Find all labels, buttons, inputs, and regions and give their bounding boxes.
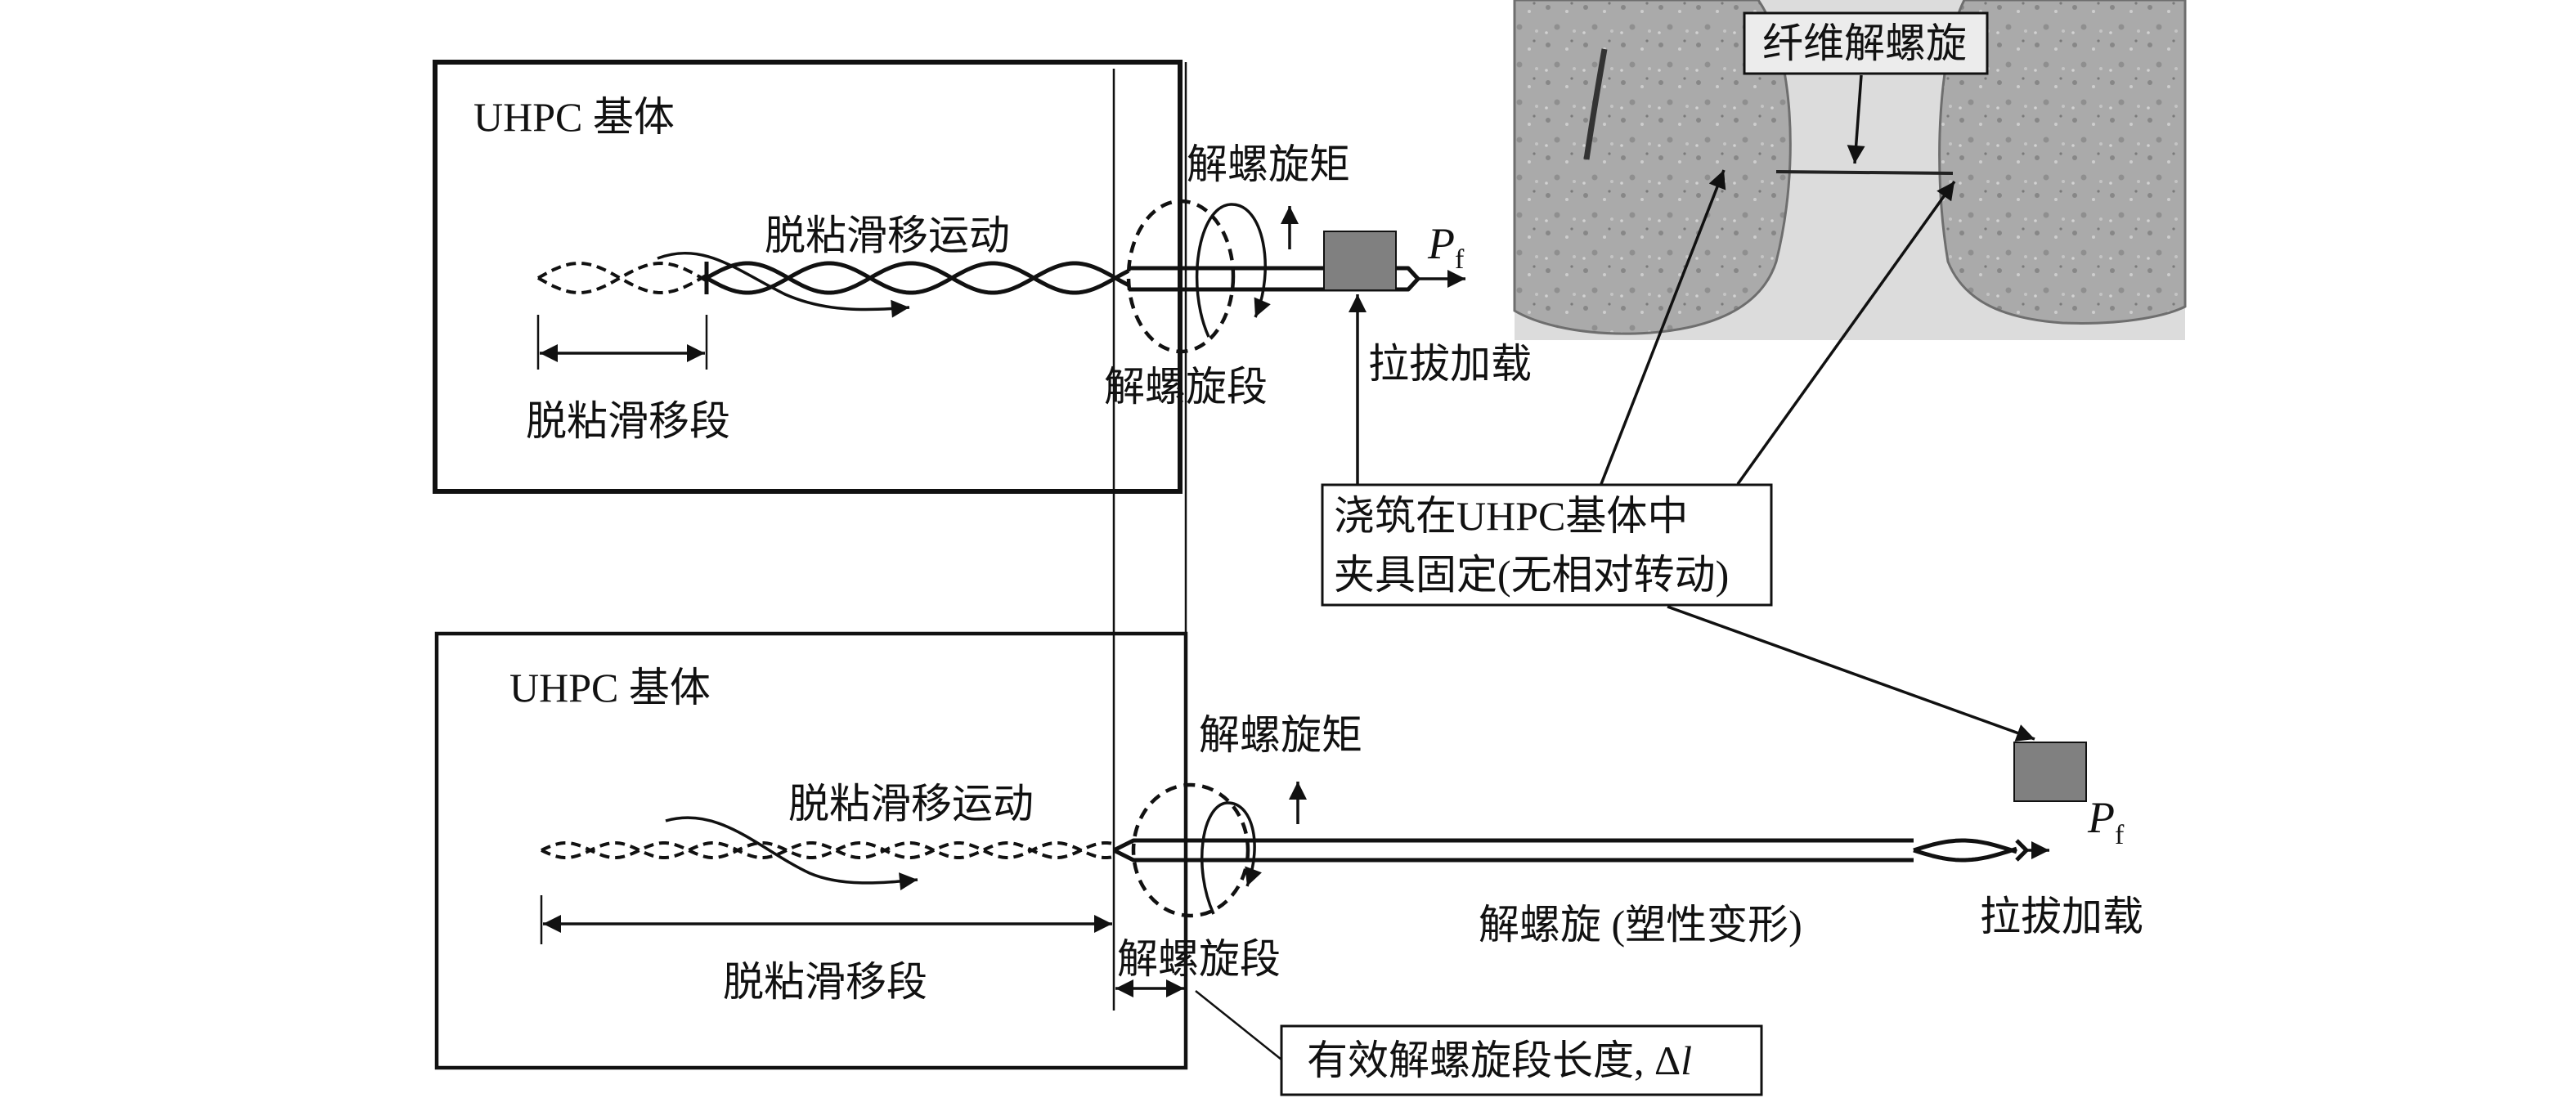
top-untwist-zone-ellipse [1126, 199, 1236, 354]
bottom-untwist-torque-label: 解螺旋矩 [1199, 712, 1362, 758]
top-untwist-torque-label: 解螺旋矩 [1187, 141, 1350, 187]
bottom-debonded-fiber-strand [541, 841, 1115, 859]
callout-line-2: 夹具固定(无相对转动) [1334, 552, 1729, 598]
bottom-debonded-fiber-strand [541, 841, 1115, 859]
effective-length-text: 有效解螺旋段长度, Δ [1307, 1037, 1681, 1083]
bottom-matrix-label: UHPC 基体 [509, 665, 711, 710]
bottom-untwist-segment-label: 解螺旋段 [1117, 936, 1281, 982]
effective-length-symbol: l [1681, 1037, 1692, 1083]
top-twisted-fiber-strand [705, 261, 1130, 295]
effective-length-label: 有效解螺旋段长度, Δl [1307, 1037, 1692, 1083]
top-matrix-box [433, 60, 1183, 494]
top-debonded-fiber-strand [537, 261, 707, 295]
top-twisted-fiber-strand [705, 261, 1130, 295]
specimen-photo: 纤维解螺旋 [1513, 0, 2187, 340]
bottom-pullout-load-label: 拉拔加载 [1980, 894, 2143, 939]
top-debonded-fiber-strand [537, 261, 707, 295]
left-specimen-half [1513, 0, 1792, 335]
top-debond-motion-label: 脱粘滑移运动 [765, 213, 1010, 258]
top-untwist-segment-label: 解螺旋段 [1104, 364, 1268, 410]
top-load-symbol: Pf [1427, 219, 1465, 275]
top-matrix-label: UHPC 基体 [473, 94, 675, 140]
top-debond-segment-label: 脱粘滑移段 [526, 398, 730, 444]
bottom-load-symbol-letter: P [2087, 793, 2115, 842]
callout-arrow-left-specimen [1600, 169, 1726, 485]
callout-box [1321, 483, 1773, 607]
bottom-untwist-rotation-arrow [1200, 801, 1262, 915]
callout-line-1: 浇筑在UHPC基体中 [1334, 493, 1688, 539]
photo-label-arrow [1847, 74, 1865, 164]
photo-label-box [1743, 11, 1989, 75]
bottom-load-symbol: Pf [2087, 793, 2125, 850]
bottom-clamp-block [2013, 742, 2087, 802]
photo-label: 纤维解螺旋 [1762, 20, 1967, 66]
bottom-debond-motion-label: 脱粘滑移运动 [788, 781, 1034, 827]
bottom-twisted-end-strand [1913, 846, 2017, 863]
bottom-load-subscript: f [2115, 820, 2125, 850]
bottom-panel: UHPC 基体 脱粘滑移运动 脱粘滑移段 解螺旋矩 解螺旋段 解螺旋 (塑性变形… [434, 631, 2143, 1096]
effective-length-box [1280, 1024, 1763, 1096]
callout-arrow-right-specimen [1736, 180, 1956, 486]
top-untwist-rotation-arrow [1195, 203, 1271, 338]
bottom-debond-segment-label: 脱粘滑移段 [723, 959, 927, 1005]
casting-clamp-callout: 浇筑在UHPC基体中 夹具固定(无相对转动) [1321, 169, 2035, 742]
callout-arrow-bottom-clamp [1667, 605, 2035, 742]
bottom-straight-fiber [1112, 838, 1914, 863]
top-load-symbol-letter: P [1427, 219, 1455, 268]
top-pullout-load-label: 拉拔加载 [1368, 341, 1532, 387]
bottom-debond-motion-arrow [665, 816, 918, 891]
left-specimen-crack [1583, 48, 1608, 160]
top-panel: UHPC 基体 脱粘滑移运动 脱粘滑移段 解螺旋矩 解螺旋段 Pf 拉拔加载 [433, 60, 1532, 494]
top-clamp-block [1323, 231, 1397, 291]
effective-length-leader [1195, 990, 1282, 1060]
top-debond-motion-arrow [657, 251, 910, 318]
bottom-twisted-end-strand [1913, 838, 2017, 854]
right-specimen-half [1938, 0, 2187, 325]
top-load-subscript: f [1455, 244, 1465, 275]
bottom-fiber-tip [2015, 839, 2029, 862]
untwisted-fiber-in-photo [1775, 170, 1954, 175]
bottom-plastic-untwist-label: 解螺旋 (塑性变形) [1479, 902, 1802, 948]
bottom-untwist-zone-ellipse [1131, 782, 1250, 918]
